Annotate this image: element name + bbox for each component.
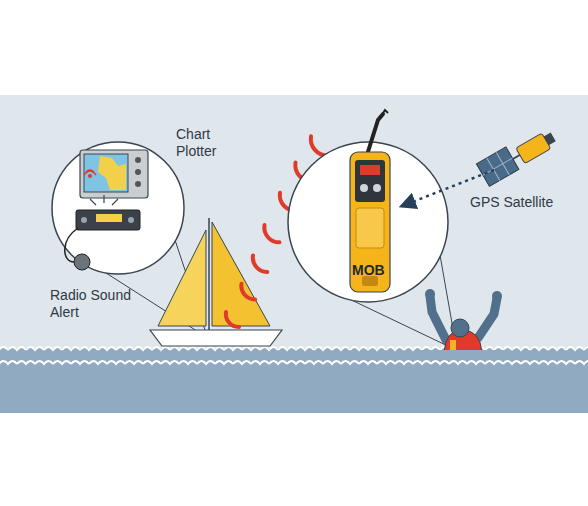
waves (0, 347, 588, 364)
signal-arc (253, 255, 267, 272)
signal-arc (311, 136, 328, 156)
signal-arc (226, 312, 239, 327)
device-label: GPS Satellite (470, 194, 582, 211)
detail-circle (52, 142, 184, 274)
device-label: Chart Plotter (176, 126, 232, 160)
device-label: MOB (352, 262, 392, 279)
sky-band (0, 95, 588, 413)
chart-plotter (80, 150, 148, 198)
sea (0, 348, 588, 413)
device-label: Radio Sound Alert (50, 287, 132, 321)
signal-arc (264, 225, 279, 242)
wave-line (0, 347, 588, 350)
signal-arc (241, 284, 255, 300)
wave-line (0, 361, 588, 364)
detail-circle (288, 142, 448, 302)
gps-satellite (476, 124, 558, 187)
sailboat (150, 218, 282, 346)
vhf-radio (65, 195, 140, 270)
person-overboard (425, 289, 502, 352)
